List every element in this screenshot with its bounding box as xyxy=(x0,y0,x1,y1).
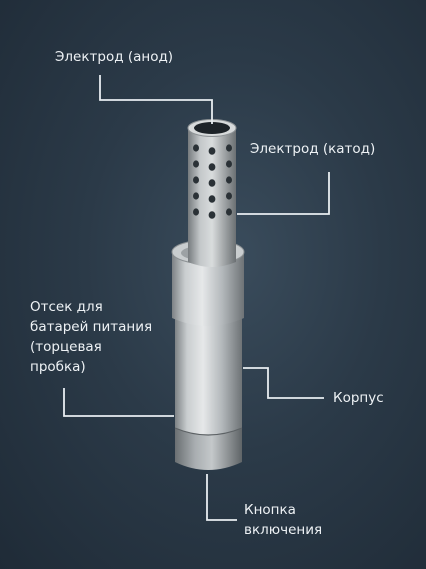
electrode-holes xyxy=(193,144,232,219)
device-illustration xyxy=(171,119,245,470)
label-anode: Электрод (анод) xyxy=(55,49,174,65)
leader-line-body xyxy=(243,367,324,399)
label-power-button: Кнопка включения xyxy=(244,502,323,538)
label-battery-compartment: Отсек для батарей питания (торцевая проб… xyxy=(30,299,153,375)
leader-line-button xyxy=(206,474,237,521)
leader-line-anode xyxy=(99,75,213,124)
button-band xyxy=(175,428,242,470)
battery-cap xyxy=(172,252,244,326)
leader-line-cathode xyxy=(237,172,330,215)
label-cathode: Электрод (катод) xyxy=(250,141,376,157)
leader-line-battery xyxy=(63,388,174,417)
housing-body xyxy=(175,316,242,468)
electrode-anode-opening xyxy=(194,122,230,134)
label-body: Корпус xyxy=(333,390,384,406)
